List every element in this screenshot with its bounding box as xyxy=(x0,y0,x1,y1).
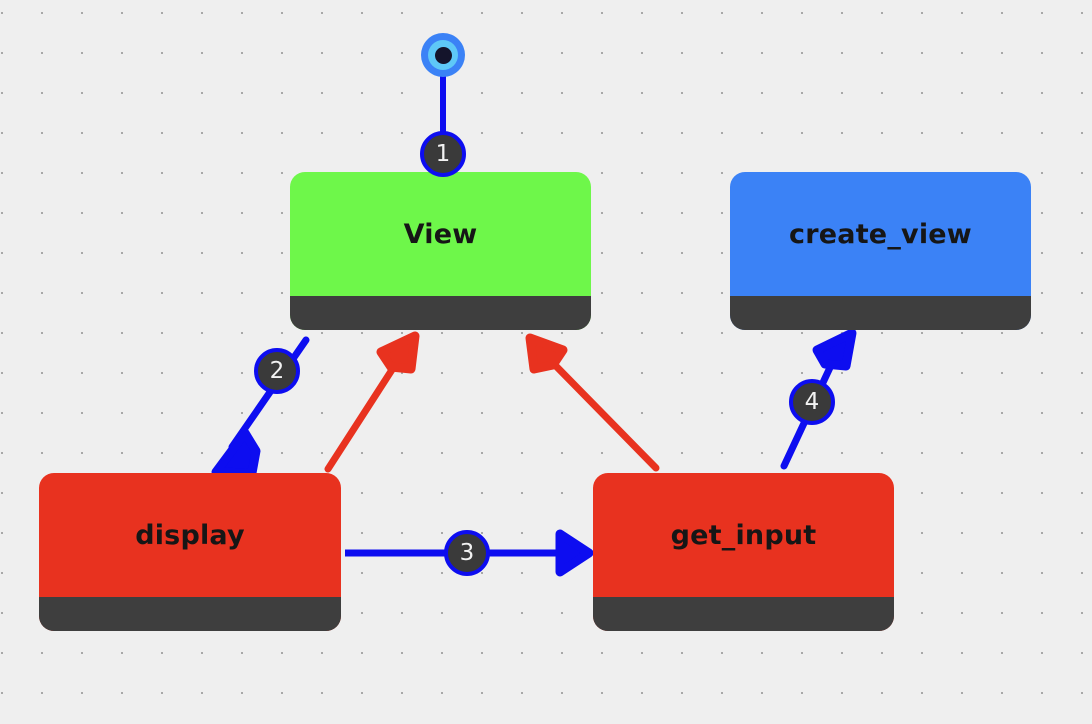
node-create-view-body: create_view xyxy=(730,172,1031,296)
edge-return-display-arrowhead xyxy=(376,331,420,374)
node-view-body: View xyxy=(290,172,591,296)
node-get-input-label: get_input xyxy=(670,519,817,551)
edge-4-arrowhead xyxy=(812,328,857,371)
edge-return-get-input-arrowhead xyxy=(525,333,568,374)
start-marker-icon[interactable] xyxy=(421,33,465,77)
node-view[interactable]: View xyxy=(290,172,591,330)
edge-badge-2[interactable]: 2 xyxy=(254,348,300,394)
start-marker-ring xyxy=(428,40,458,70)
edge-2-arrowhead xyxy=(211,428,261,478)
edge-badge-4-label: 4 xyxy=(804,389,820,415)
node-display-body: display xyxy=(39,473,341,597)
edge-badge-2-label: 2 xyxy=(269,358,285,384)
edge-badge-1[interactable]: 1 xyxy=(420,131,466,177)
node-display[interactable]: display xyxy=(39,473,341,631)
edge-badge-3-label: 3 xyxy=(459,540,475,566)
node-get-input-body: get_input xyxy=(593,473,894,597)
edge-badge-3[interactable]: 3 xyxy=(444,530,490,576)
node-view-footer xyxy=(290,296,591,330)
edge-3-arrowhead xyxy=(555,529,594,577)
node-create-view[interactable]: create_view xyxy=(730,172,1031,330)
node-display-label: display xyxy=(135,519,245,551)
node-display-footer xyxy=(39,597,341,631)
edge-badge-1-label: 1 xyxy=(435,141,451,167)
start-marker-core xyxy=(434,46,452,64)
node-view-label: View xyxy=(403,218,478,250)
edge-return-get-input-line[interactable] xyxy=(548,358,660,472)
node-get-input-footer xyxy=(593,597,894,631)
node-create-view-footer xyxy=(730,296,1031,330)
node-create-view-label: create_view xyxy=(789,218,972,250)
edge-return-display-line[interactable] xyxy=(324,358,401,473)
node-get-input[interactable]: get_input xyxy=(593,473,894,631)
edge-badge-4[interactable]: 4 xyxy=(789,379,835,425)
